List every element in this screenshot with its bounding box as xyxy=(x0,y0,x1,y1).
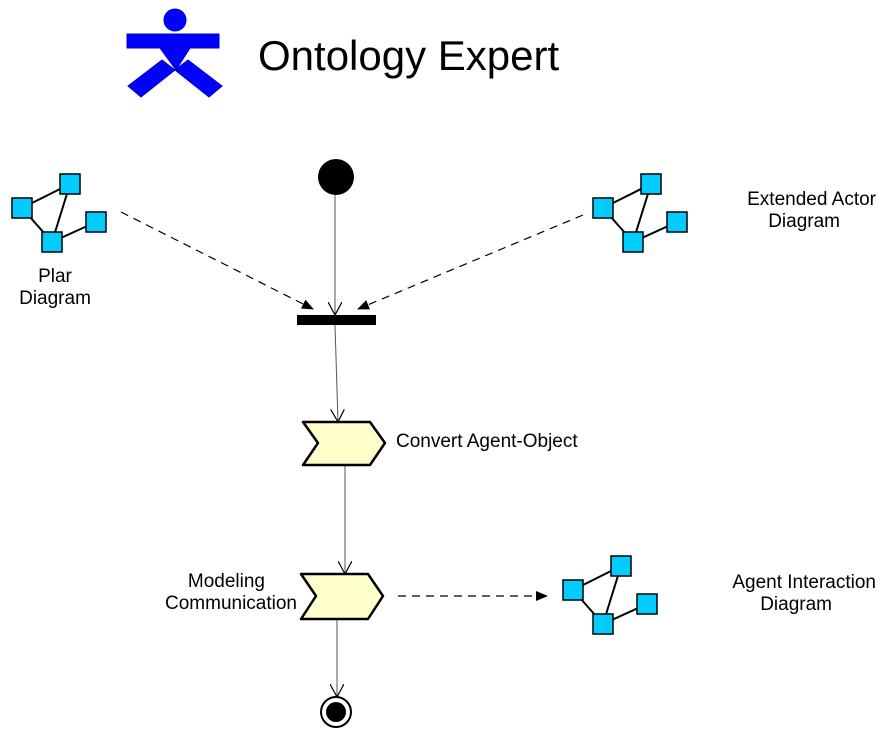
agent-interaction-diagram-label: Agent Interaction Diagram xyxy=(732,572,876,615)
activity-modeling-shape[interactable] xyxy=(299,572,385,621)
extended-actor-diagram-label: Extended Actor Diagram xyxy=(747,189,876,232)
flow-sync-to-convert xyxy=(335,324,338,422)
object-flow-extended-actor-to-sync xyxy=(357,214,584,310)
activity-convert-label: Convert Agent-Object xyxy=(396,431,578,452)
activity-modeling-label: Modeling Communication xyxy=(165,571,297,614)
diagram-network-icon xyxy=(562,555,658,635)
sync-bar[interactable] xyxy=(297,315,376,325)
page-title: Ontology Expert xyxy=(258,32,560,79)
activity-convert-shape[interactable] xyxy=(301,420,387,467)
end-node[interactable] xyxy=(320,696,352,728)
diagram-network-icon xyxy=(592,173,688,253)
plan-diagram-label: Plar Diagram xyxy=(19,266,91,309)
start-node[interactable] xyxy=(318,159,354,195)
object-flow-plan-to-sync xyxy=(120,211,314,310)
diagram-network-icon xyxy=(11,173,107,253)
actor-stick-figure-icon xyxy=(126,8,223,98)
